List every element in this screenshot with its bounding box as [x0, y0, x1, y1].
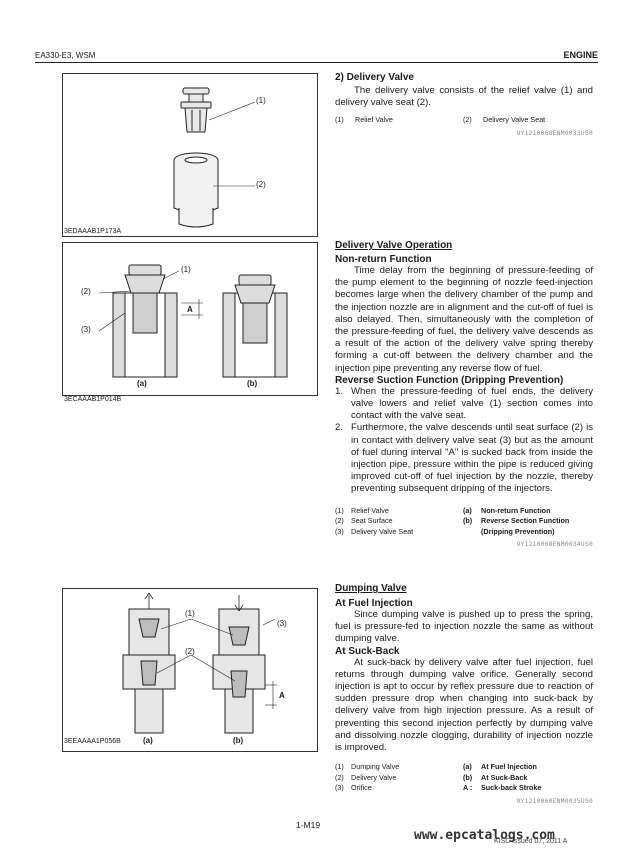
- subsection-title: At Suck-Back: [335, 645, 400, 657]
- step-num: 2.: [335, 422, 344, 434]
- page-number: 1-M19: [296, 820, 321, 830]
- legend-num: (2): [335, 772, 344, 782]
- legend-num: (1): [335, 115, 344, 125]
- legend-label: Delivery Valve Seat: [351, 526, 414, 536]
- figure-code: 3ECAAAB1P014B: [64, 396, 122, 403]
- step-text: Furthermore, the valve descends until se…: [351, 422, 593, 495]
- header-section: ENGINE: [563, 50, 598, 60]
- figure-dumping-valve: (1) (3) (2) A (a) (b): [62, 588, 318, 752]
- legend-label: Relief Valve: [355, 115, 393, 125]
- legend-num: (a): [463, 762, 472, 772]
- header-manual-code: EA330-E3, WSM: [35, 51, 96, 60]
- legend-num: (1): [335, 505, 344, 515]
- document-code: 9Y1210068ENM0033US0: [516, 129, 593, 137]
- issue-note: KISC issued 07, 2011 A: [494, 838, 568, 845]
- document-code: 9Y1210060ENM0035US0: [516, 797, 593, 805]
- delivery-valve-illustration: [173, 87, 256, 228]
- subsection-title: At Fuel Injection: [335, 598, 413, 609]
- legend-label: (Dripping Prevention): [481, 526, 555, 536]
- callout-3: (3): [277, 619, 287, 628]
- legend-label: At Suck-Back: [481, 772, 528, 782]
- paragraph: At suck-back by delivery valve after fue…: [335, 656, 593, 754]
- legend-table: (1) Dumping Valve (a) At Fuel Injection …: [335, 762, 593, 794]
- paragraph: Time delay from the beginning of pressur…: [335, 265, 593, 374]
- steps-list: 1. When the pressure-feeding of fuel ends…: [335, 386, 593, 496]
- paragraph: The delivery valve consists of the relie…: [335, 85, 593, 109]
- callout-1: (1): [185, 609, 195, 618]
- legend-num: (3): [335, 526, 344, 536]
- subsection-title: Reverse Suction Function (Dripping Preve…: [335, 374, 564, 386]
- legend-num: (b): [463, 516, 473, 526]
- label-a: (a): [143, 736, 153, 745]
- legend-label: Delivery Valve: [351, 772, 397, 782]
- figure-code: 3EEAAAA1P056B: [64, 738, 121, 745]
- callout-1: (1): [256, 96, 266, 105]
- legend-label: Non-return Function: [481, 505, 551, 515]
- step-text: When the pressure-feeding of fuel ends, …: [351, 385, 593, 422]
- dumping-valve-illustration: [122, 592, 277, 734]
- callout-1: (1): [181, 265, 191, 274]
- section-dumping-valve: Dumping Valve At Fuel Injection Since du…: [335, 583, 593, 805]
- subsection-title: Non-return Function: [335, 254, 432, 265]
- callout-2: (2): [81, 287, 91, 296]
- paragraph: Since dumping valve is pushed up to pres…: [335, 609, 593, 645]
- legend-label: Reverse Section Function: [481, 516, 570, 526]
- legend-label: Dumping Valve: [351, 762, 400, 772]
- section-title: Delivery Valve Operation: [335, 240, 453, 251]
- section-delivery-valve: 2) Delivery Valve The delivery valve con…: [335, 72, 593, 137]
- section-title: 2) Delivery Valve: [335, 72, 414, 83]
- legend-label: Relief Valve: [351, 505, 389, 515]
- legend-label: Suck-back Stroke: [481, 783, 542, 793]
- legend-num: A :: [463, 783, 473, 793]
- callout-2: (2): [185, 647, 195, 656]
- legend-label: At Fuel Injection: [481, 762, 537, 772]
- section-title: Dumping Valve: [335, 583, 407, 594]
- legend-num: (2): [463, 115, 472, 125]
- legend-table: (1) Relief Valve (2) Delivery Valve Seat: [335, 115, 593, 126]
- label-a: (a): [137, 379, 147, 388]
- label-b: (b): [247, 379, 258, 388]
- figure-valve-operation: (1) (2) (3) A (a) (b): [62, 242, 318, 396]
- document-code: 9Y1210068ENM0034US0: [516, 541, 593, 549]
- figure-code: 3EDAAAB1P173A: [64, 228, 122, 235]
- legend-num: (b): [463, 772, 473, 782]
- legend-num: (2): [335, 516, 344, 526]
- callout-3: (3): [81, 325, 91, 334]
- step-num: 1.: [335, 385, 344, 397]
- footer-url-link[interactable]: www.epcatalogs.com: [414, 828, 555, 843]
- callout-2: (2): [256, 180, 266, 189]
- legend-num: (1): [335, 762, 344, 772]
- legend-label: Delivery Valve Seat: [483, 115, 546, 125]
- figure-delivery-valve: (1) (2): [62, 73, 318, 237]
- legend-label: Orifice: [351, 783, 372, 793]
- legend-label: Seat Surface: [351, 516, 393, 526]
- list-item: 1. When the pressure-feeding of fuel ends…: [335, 386, 593, 423]
- section-valve-operation: Delivery Valve Operation Non-return Func…: [335, 240, 593, 548]
- legend-num: (3): [335, 783, 344, 793]
- callout-a-stroke: A: [279, 691, 285, 700]
- label-b: (b): [233, 736, 244, 745]
- list-item: 2. Furthermore, the valve descends until …: [335, 422, 593, 495]
- legend-num: [463, 527, 481, 538]
- valve-operation-illustration: [98, 264, 288, 378]
- header-rule: [35, 62, 598, 63]
- callout-a-interval: A: [187, 305, 193, 314]
- legend-num: (a): [463, 505, 472, 515]
- legend-table: (1) Relief Valve (a) Non-return Function…: [335, 506, 593, 538]
